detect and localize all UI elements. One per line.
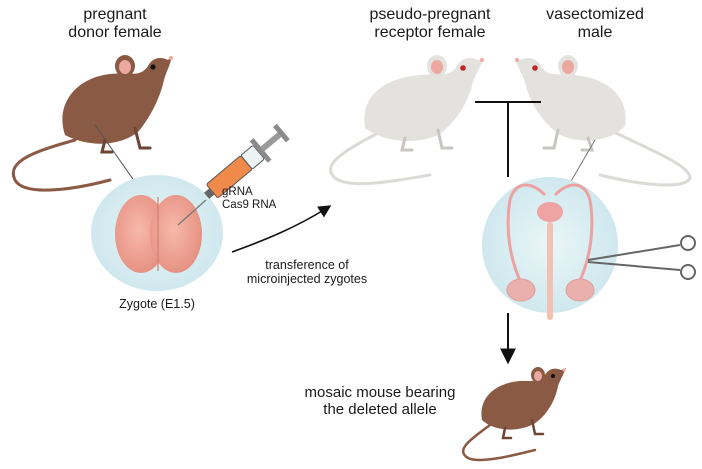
transfer-label-line1: transference of bbox=[265, 258, 349, 272]
donor-label-line1: pregnant bbox=[83, 6, 147, 23]
donor-label: pregnant donor female bbox=[30, 6, 200, 43]
syringe-icon bbox=[177, 123, 290, 226]
male-label-line2: male bbox=[577, 24, 613, 42]
zygote-icon bbox=[91, 175, 223, 291]
donor-label-line2: donor female bbox=[68, 24, 162, 42]
donor-mouse-icon bbox=[11, 55, 173, 192]
grna-label: gRNA bbox=[222, 186, 253, 198]
result-label-line2: the deleted allele bbox=[323, 401, 437, 419]
result-label: mosaic mouse bearing the deleted allele bbox=[290, 384, 470, 419]
zygote-label: Zygote (E1.5) bbox=[119, 297, 195, 311]
cas9-label: Cas9 RNA bbox=[222, 199, 277, 212]
scissors-icon bbox=[587, 235, 696, 280]
reproductive-tract-icon bbox=[482, 177, 618, 320]
receptor-label-line2: receptor female bbox=[374, 24, 486, 42]
receptor-mouse-icon bbox=[329, 55, 484, 186]
transfer-arrow bbox=[231, 205, 332, 253]
male-mouse-icon bbox=[515, 55, 692, 189]
transfer-label: transference of microinjected zygotes bbox=[232, 258, 382, 287]
injection-label: gRNA Cas9 RNA bbox=[222, 186, 276, 212]
receptor-label-line1: pseudo-pregnant bbox=[369, 6, 491, 23]
offspring-mouse-icon bbox=[461, 367, 566, 462]
receptor-label: pseudo-pregnant receptor female bbox=[350, 6, 510, 43]
male-label: vasectomized male bbox=[520, 6, 670, 43]
male-label-line1: vasectomized bbox=[546, 6, 644, 23]
transfer-label-line2: microinjected zygotes bbox=[246, 272, 368, 287]
result-label-line1: mosaic mouse bearing bbox=[304, 384, 456, 401]
